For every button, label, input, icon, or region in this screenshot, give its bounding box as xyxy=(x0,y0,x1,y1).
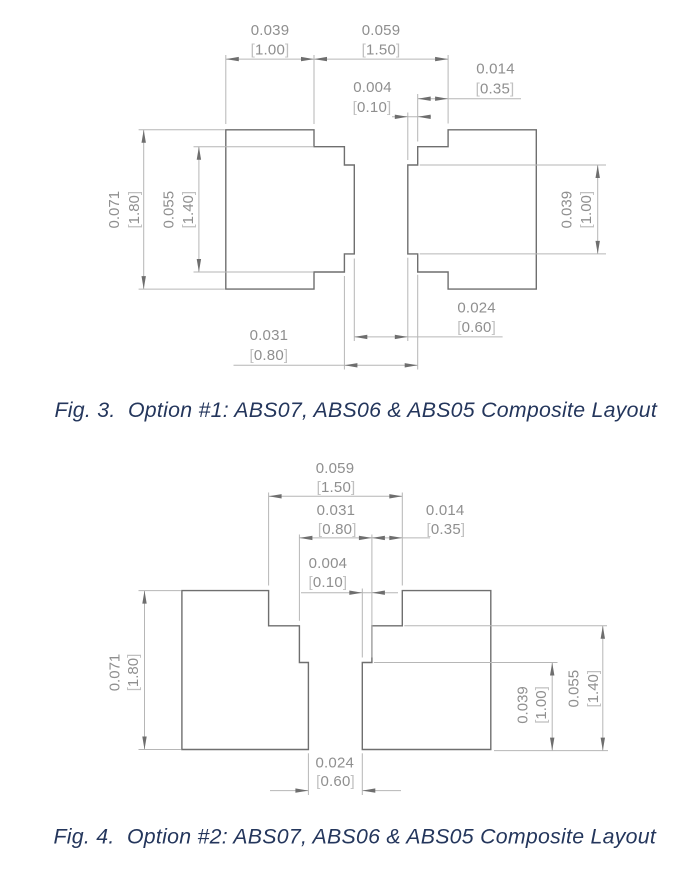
svg-text:0.014: 0.014 xyxy=(476,61,515,78)
svg-text:0.031: 0.031 xyxy=(317,502,356,519)
svg-text:[1.80]: [1.80] xyxy=(126,191,143,229)
svg-text:[1.40]: [1.40] xyxy=(180,191,197,229)
svg-text:[0.35]: [0.35] xyxy=(427,521,466,538)
svg-text:[0.60]: [0.60] xyxy=(316,773,355,790)
svg-text:[1.40]: [1.40] xyxy=(585,670,602,708)
svg-text:0.004: 0.004 xyxy=(353,79,392,96)
svg-text:[0.10]: [0.10] xyxy=(353,99,392,116)
svg-text:0.014: 0.014 xyxy=(426,502,465,519)
svg-text:0.039: 0.039 xyxy=(559,191,576,229)
svg-text:0.059: 0.059 xyxy=(362,22,401,39)
svg-text:0.024: 0.024 xyxy=(316,755,355,772)
svg-text:Fig. 3. Option #1: ABS07, ABS: Fig. 3. Option #1: ABS07, ABS06 & ABS05 … xyxy=(55,398,658,422)
svg-text:[1.00]: [1.00] xyxy=(251,42,290,59)
svg-text:0.004: 0.004 xyxy=(309,555,348,572)
svg-text:0.055: 0.055 xyxy=(161,191,178,229)
svg-text:[0.60]: [0.60] xyxy=(457,319,496,336)
svg-text:0.071: 0.071 xyxy=(106,654,123,692)
svg-text:[1.80]: [1.80] xyxy=(125,654,142,692)
svg-text:[0.35]: [0.35] xyxy=(476,81,515,98)
svg-text:0.071: 0.071 xyxy=(106,191,123,229)
svg-text:Fig. 4. Option #2: ABS07, ABS: Fig. 4. Option #2: ABS07, ABS06 & ABS05 … xyxy=(54,824,657,848)
svg-text:[0.80]: [0.80] xyxy=(318,521,357,538)
svg-text:0.055: 0.055 xyxy=(566,670,583,708)
svg-text:0.039: 0.039 xyxy=(251,22,290,39)
svg-text:[1.50]: [1.50] xyxy=(362,42,401,59)
svg-text:[1.00]: [1.00] xyxy=(578,191,595,229)
svg-text:0.031: 0.031 xyxy=(250,327,289,344)
svg-text:0.024: 0.024 xyxy=(457,300,496,317)
svg-text:[1.50]: [1.50] xyxy=(317,479,356,496)
svg-text:[0.80]: [0.80] xyxy=(250,347,289,364)
svg-text:[0.10]: [0.10] xyxy=(309,574,348,591)
svg-text:0.059: 0.059 xyxy=(316,460,355,477)
svg-text:[1.00]: [1.00] xyxy=(533,686,550,724)
svg-text:0.039: 0.039 xyxy=(515,686,532,724)
